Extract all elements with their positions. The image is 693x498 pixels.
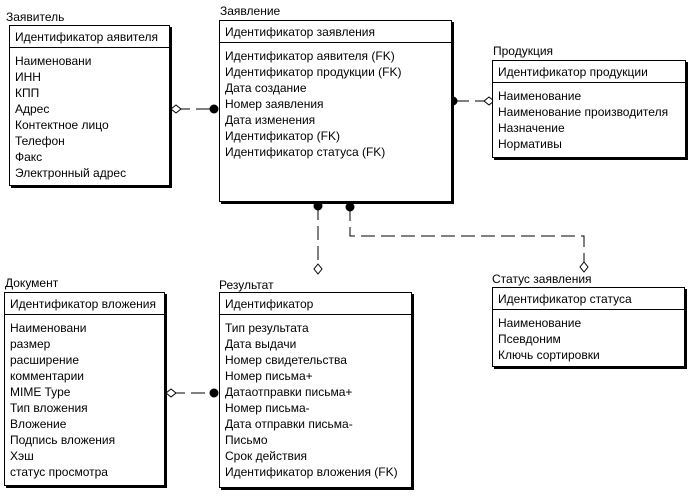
attribute: Дата изменения (225, 113, 316, 127)
entity-title-rezultat: Результат (219, 278, 274, 292)
entity-produktsiya: Идентификатор продукции Наименование Наи… (492, 60, 686, 158)
optional-end-diamond (165, 388, 177, 398)
attribute: Наименование (498, 316, 582, 330)
attribute: Номер письма+ (225, 369, 313, 383)
entity-status: Идентификатор статуса Наименование Псевд… (492, 287, 685, 367)
attribute: Наименовани (10, 321, 87, 335)
attribute: КПП (15, 86, 40, 100)
attribute-list: Наименование Псевдоним Ключь сортировки (493, 310, 684, 363)
many-end-dot (345, 202, 355, 212)
optional-end-diamond (170, 104, 182, 114)
attribute: Дата выдачи (225, 337, 297, 351)
attribute: Датаотправки письма+ (225, 385, 353, 399)
attribute: Идентификатор вложения (FK) (225, 465, 398, 479)
attribute: Идентификатор аявителя (FK) (225, 49, 395, 63)
optional-end-diamond (579, 261, 589, 273)
primary-key: Идентификатор статуса (493, 288, 684, 310)
primary-key: Идентификатор заявления (220, 21, 451, 43)
attribute: Псевдоним (498, 332, 561, 346)
attribute-list: Наименовани размер расширение комментари… (5, 315, 164, 480)
link-status-zayavlenie (349, 207, 585, 263)
attribute: Факс (15, 150, 43, 164)
optional-end-diamond (313, 263, 323, 275)
entity-title-status: Статус заявления (492, 272, 592, 286)
attribute: Ключь сортировки (498, 348, 600, 362)
attribute-list: Тип результата Дата выдачи Номер свидете… (220, 315, 411, 480)
attribute: Наименовани (15, 54, 92, 68)
attribute: Идентификатор статуса (FK) (225, 145, 386, 159)
attribute: Вложение (10, 417, 67, 431)
entity-dokument: Идентификатор вложения Наименовани разме… (4, 292, 165, 486)
attribute: Письмо (225, 433, 268, 447)
attribute: Наименование производителя (498, 105, 669, 119)
attribute-list: Идентификатор аявителя (FK) Идентификато… (220, 43, 451, 160)
attribute: Идентификатор (FK) (225, 129, 340, 143)
entity-title-zayavlenie: Заявление (220, 4, 281, 18)
primary-key: Идентификатор (220, 293, 411, 315)
attribute: размер (10, 337, 51, 351)
attribute: комментарии (10, 369, 84, 383)
entity-title-produktsiya: Продукция (493, 44, 554, 58)
attribute: Срок действия (225, 449, 308, 463)
entity-title-zayavitel: Заявитель (6, 10, 65, 24)
primary-key: Идентификатор продукции (493, 61, 685, 83)
entity-title-dokument: Документ (5, 276, 59, 290)
attribute-list: Наименование Наименование производителя … (493, 83, 685, 152)
attribute-list: Наименовани ИНН КПП Адрес Контектное лиц… (10, 48, 169, 181)
attribute: Адрес (15, 102, 50, 116)
attribute: Дата отправки письма- (225, 417, 353, 431)
entity-zayavitel: Идентификатор аявителя Наименовани ИНН К… (9, 25, 170, 186)
many-end-dot (209, 104, 219, 114)
attribute: Хэш (10, 449, 34, 463)
attribute: Дата создание (225, 81, 307, 95)
attribute: Номер заявления (225, 97, 324, 111)
attribute: Тип результата (225, 321, 309, 335)
attribute: расширение (10, 353, 80, 367)
attribute: Назначение (498, 121, 565, 135)
attribute: Телефон (15, 134, 65, 148)
entity-rezultat: Идентификатор Тип результата Дата выдачи… (219, 292, 412, 488)
entity-zayavlenie: Идентификатор заявления Идентификатор ая… (219, 20, 452, 202)
attribute: Наименование (498, 89, 582, 103)
attribute: Номер свидетельства (225, 353, 347, 367)
attribute: Электронный адрес (15, 166, 127, 180)
attribute: ИНН (15, 70, 41, 84)
attribute: Номер письма- (225, 401, 310, 415)
attribute: Идентификатор продукции (FK) (225, 65, 402, 79)
attribute: Контектное лицо (15, 118, 109, 132)
primary-key: Идентификатор вложения (5, 293, 164, 315)
attribute: MIME Type (10, 385, 71, 399)
attribute: статус просмотра (10, 465, 108, 479)
many-end-dot (209, 388, 219, 398)
attribute: Нормативы (498, 137, 562, 151)
primary-key: Идентификатор аявителя (10, 26, 169, 48)
attribute: Тип вложения (10, 401, 88, 415)
attribute: Подпись вложения (10, 433, 116, 447)
many-end-dot (313, 201, 323, 211)
